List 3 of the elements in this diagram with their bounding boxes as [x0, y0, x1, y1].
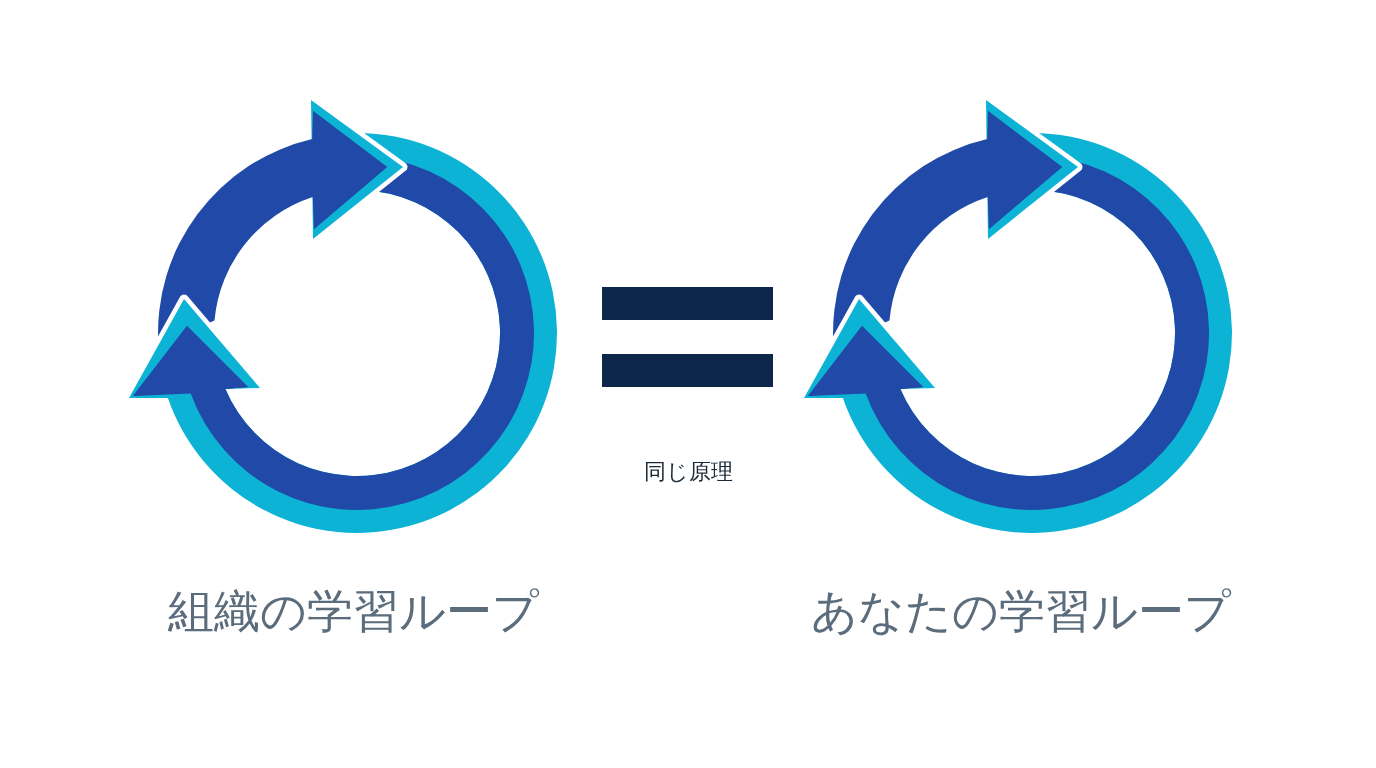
loop-caption: 組織の学習ループ: [167, 584, 539, 640]
note-text: 同じ原理: [643, 459, 733, 486]
loop-caption: あなたの学習ループ: [811, 584, 1231, 640]
